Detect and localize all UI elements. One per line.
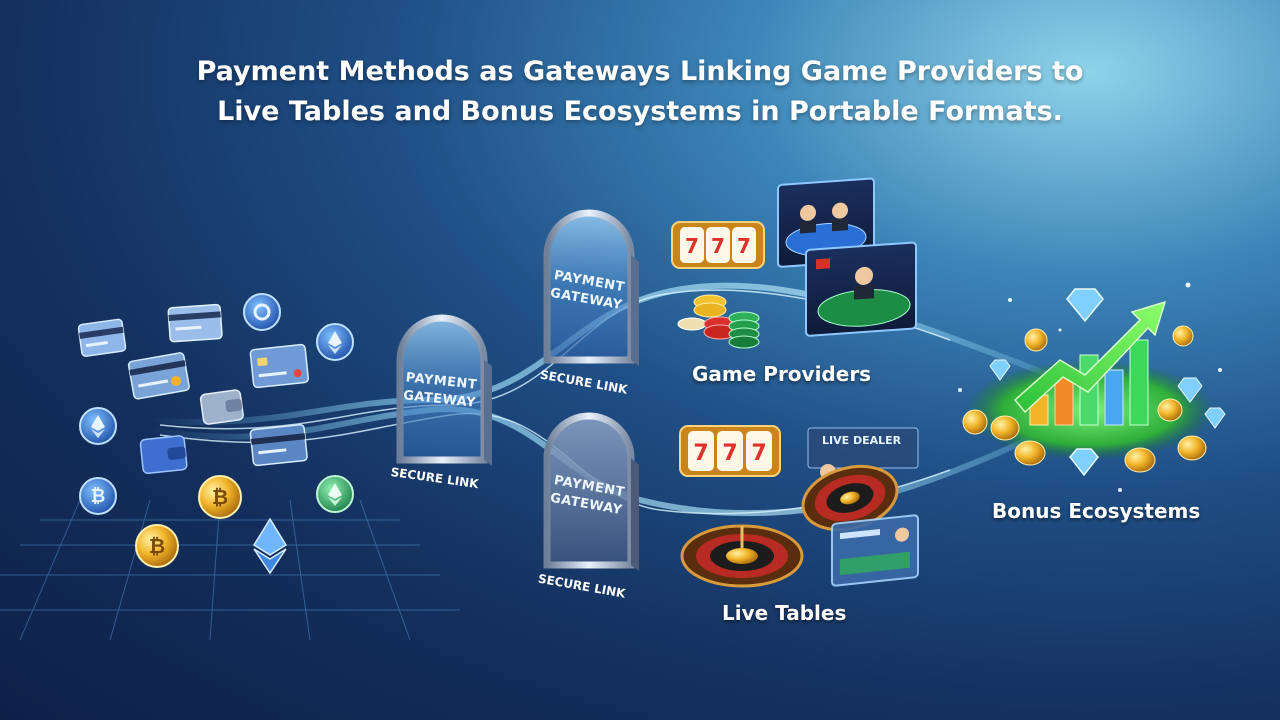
game-providers-label: Game Providers bbox=[692, 362, 872, 386]
bonus-ecosystems-label: Bonus Ecosystems bbox=[992, 499, 1201, 523]
live-dealer-screen bbox=[831, 514, 919, 587]
bitcoin-icon: ₿ bbox=[198, 475, 242, 519]
svg-text:7: 7 bbox=[722, 441, 737, 466]
coin-icon bbox=[1172, 325, 1194, 347]
ethereum-icon bbox=[79, 407, 117, 445]
diamond-icon bbox=[1069, 448, 1099, 477]
coin-icon bbox=[1024, 328, 1048, 352]
title-line-2: Live Tables and Bonus Ecosystems in Port… bbox=[217, 96, 1063, 127]
title-line-1: Payment Methods as Gateways Linking Game… bbox=[196, 56, 1084, 87]
ethereum-icon bbox=[316, 323, 354, 361]
bitcoin-icon: ₿ bbox=[79, 477, 117, 515]
payment-methods-cluster: ₿ ₿ ₿ bbox=[77, 293, 354, 575]
ethereum-icon bbox=[243, 293, 281, 331]
coin-icon bbox=[962, 409, 988, 435]
ethereum-icon bbox=[316, 475, 354, 513]
coin-icon bbox=[1157, 398, 1183, 422]
roulette-icon bbox=[801, 464, 899, 532]
svg-text:7: 7 bbox=[685, 234, 699, 258]
svg-text:SECURE LINK: SECURE LINK bbox=[537, 571, 627, 600]
grid-floor bbox=[0, 499, 460, 641]
growth-arrow-icon bbox=[1013, 300, 1167, 414]
live-dealer-panel: LIVE DEALER bbox=[807, 427, 919, 480]
payment-gateway-1: PAYMENT GATEWAY SECURE LINK bbox=[390, 314, 492, 491]
diamond-icon bbox=[1177, 377, 1203, 403]
svg-text:LIVE DEALER: LIVE DEALER bbox=[822, 434, 902, 447]
payment-gateway-3: PAYMENT GATEWAY SECURE LINK bbox=[537, 412, 639, 601]
roulette-icon bbox=[680, 524, 804, 588]
svg-text:₿: ₿ bbox=[149, 534, 165, 558]
bitcoin-icon: ₿ bbox=[135, 524, 179, 568]
page-title: Payment Methods as Gateways Linking Game… bbox=[0, 52, 1280, 132]
live-tables-label: Live Tables bbox=[722, 601, 847, 625]
coin-icon bbox=[1177, 435, 1207, 461]
coin-icon bbox=[1014, 440, 1046, 466]
coin-icon bbox=[1124, 447, 1156, 473]
wallet-icon bbox=[139, 435, 188, 475]
svg-text:7: 7 bbox=[711, 234, 725, 258]
coin-icon bbox=[990, 415, 1020, 441]
credit-card-icon bbox=[249, 424, 308, 467]
svg-text:₿: ₿ bbox=[212, 485, 228, 509]
svg-text:PAYMENT: PAYMENT bbox=[405, 370, 478, 392]
svg-text:7: 7 bbox=[751, 441, 766, 466]
svg-text:7: 7 bbox=[737, 234, 751, 258]
ethereum-icon bbox=[252, 517, 288, 575]
sparkle-icon bbox=[958, 282, 1222, 492]
live-dealer-screen bbox=[805, 241, 917, 337]
diamond-icon bbox=[989, 359, 1011, 381]
svg-text:7: 7 bbox=[693, 441, 708, 466]
credit-card-icon bbox=[127, 352, 190, 400]
diamond-icon bbox=[1204, 407, 1226, 429]
credit-card-icon bbox=[167, 303, 223, 343]
svg-text:SECURE LINK: SECURE LINK bbox=[390, 465, 480, 491]
credit-card-icon bbox=[249, 343, 310, 389]
wallet-icon bbox=[199, 389, 244, 425]
svg-text:SECURE LINK: SECURE LINK bbox=[539, 367, 629, 396]
slot-machine-icon: 7 7 7 bbox=[679, 425, 781, 477]
slot-machine-icon: 7 7 7 bbox=[671, 221, 765, 269]
credit-card-icon bbox=[77, 318, 127, 357]
diamond-icon bbox=[1066, 288, 1104, 323]
poker-chip-icon bbox=[677, 294, 760, 349]
svg-text:₿: ₿ bbox=[91, 486, 106, 507]
bonus-ecosystem bbox=[958, 282, 1226, 492]
payment-gateway-2: PAYMENT GATEWAY SECURE LINK bbox=[539, 209, 639, 397]
